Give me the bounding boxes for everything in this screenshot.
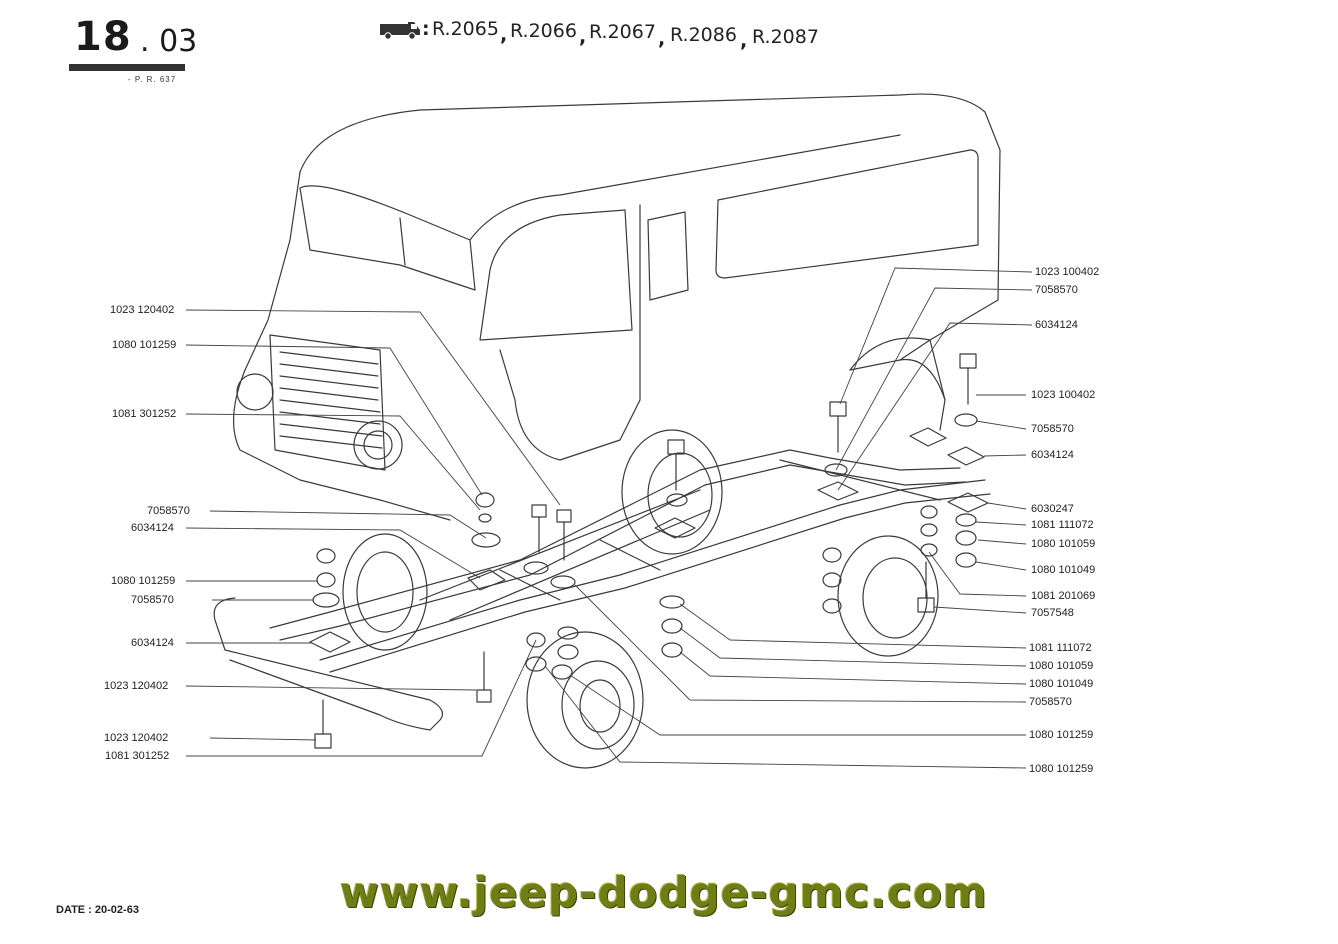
issue-date: DATE : 20-02-63 xyxy=(56,904,139,916)
bolt xyxy=(667,439,685,491)
side-window-rear xyxy=(715,149,979,279)
callout-right-6: 6034124 xyxy=(1031,449,1074,461)
grille xyxy=(269,334,386,471)
callout-left-6: 1080 101259 xyxy=(111,575,176,587)
leader-lines xyxy=(185,267,1033,769)
model-r2067: R.2067 xyxy=(589,21,656,43)
callout-right-11: 1081 201069 xyxy=(1031,590,1096,602)
grille-slats xyxy=(279,351,383,449)
model-r2087: R.2087 xyxy=(752,26,819,48)
callout-right-8: 1081 111072 xyxy=(1031,519,1094,531)
mount-pad xyxy=(947,446,985,466)
callout-right-16: 7058570 xyxy=(1029,696,1072,708)
front-wheel-left xyxy=(342,533,428,651)
door-line xyxy=(499,204,641,461)
callout-right-15: 1080 101049 xyxy=(1029,678,1094,690)
models-colon: : xyxy=(422,18,430,40)
callout-left-11: 1081 301252 xyxy=(105,750,170,762)
section-number: 18 xyxy=(74,14,132,60)
callout-left-2: 1080 101259 xyxy=(112,339,177,351)
callout-right-9: 1080 101059 xyxy=(1031,538,1096,550)
callout-right-13: 1081 111072 xyxy=(1029,642,1092,654)
callout-left-3: 1081 301252 xyxy=(112,408,177,420)
mount-pad xyxy=(909,427,947,447)
windshield-divider xyxy=(399,217,406,266)
callout-left-1: 1023 120402 xyxy=(110,304,175,316)
front-wheel-right xyxy=(526,631,644,769)
callout-left-4: 7058570 xyxy=(147,505,190,517)
bolt xyxy=(917,561,935,613)
callout-right-17: 1080 101259 xyxy=(1029,729,1094,741)
bolt xyxy=(314,699,332,749)
callout-right-10: 1080 101049 xyxy=(1031,564,1096,576)
bolt xyxy=(829,401,847,453)
front-bumper xyxy=(213,597,443,731)
mount-pad xyxy=(309,631,351,653)
chassis-rail-left xyxy=(269,449,961,629)
rear-fender xyxy=(899,358,946,401)
models-comma: , xyxy=(740,30,748,52)
mount-pad xyxy=(817,481,859,501)
callout-right-3: 6034124 xyxy=(1035,319,1078,331)
headlight-right xyxy=(353,420,403,470)
section-underline xyxy=(69,64,185,71)
callout-left-8: 6034124 xyxy=(131,637,174,649)
bolt xyxy=(476,651,492,703)
bolt xyxy=(959,353,977,405)
rear-wheel-left xyxy=(621,429,723,555)
model-r2065: R.2065 xyxy=(432,18,499,40)
side-window-mid xyxy=(647,211,689,301)
mount-pad xyxy=(654,517,696,539)
callout-right-18: 1080 101259 xyxy=(1029,763,1094,775)
callout-right-14: 1080 101059 xyxy=(1029,660,1094,672)
models-comma: , xyxy=(579,26,587,48)
van-body-outline xyxy=(299,93,1001,371)
callout-right-12: 7057548 xyxy=(1031,607,1074,619)
models-comma: , xyxy=(658,28,666,50)
body-side xyxy=(469,134,901,241)
callout-left-10: 1023 120402 xyxy=(104,732,169,744)
callout-right-7: 6030247 xyxy=(1031,503,1074,515)
van-roof-line xyxy=(244,171,301,371)
website-watermark: www.jeep-dodge-gmc.com xyxy=(340,868,988,917)
callout-right-2: 7058570 xyxy=(1035,284,1078,296)
van-icon xyxy=(380,22,420,40)
callout-left-7: 7058570 xyxy=(131,594,174,606)
headlight-left xyxy=(236,373,274,411)
callout-left-5: 6034124 xyxy=(131,522,174,534)
chassis-rail-right xyxy=(319,479,986,661)
model-r2086: R.2086 xyxy=(670,24,737,46)
pr-reference: - P. R. 637 xyxy=(128,75,177,84)
section-subnumber: . 03 xyxy=(140,24,198,59)
models-comma: , xyxy=(500,24,508,46)
chassis-crossmember xyxy=(419,489,711,621)
model-list: : R.2065 , R.2066 , R.2067 , R.2086 , R.… xyxy=(378,16,838,52)
bolt xyxy=(531,504,547,553)
callout-right-4: 1023 100402 xyxy=(1031,389,1096,401)
callout-right-5: 7058570 xyxy=(1031,423,1074,435)
van-front xyxy=(233,369,451,521)
washers-nuts xyxy=(312,413,978,680)
callout-right-1: 1023 100402 xyxy=(1035,266,1100,278)
mount-pad xyxy=(467,569,506,591)
rear-wheel-arch xyxy=(849,337,946,431)
bolt xyxy=(556,509,572,561)
side-window-front xyxy=(479,209,633,341)
model-r2066: R.2066 xyxy=(510,20,577,42)
windshield xyxy=(299,185,476,291)
callout-left-9: 1023 120402 xyxy=(104,680,169,692)
